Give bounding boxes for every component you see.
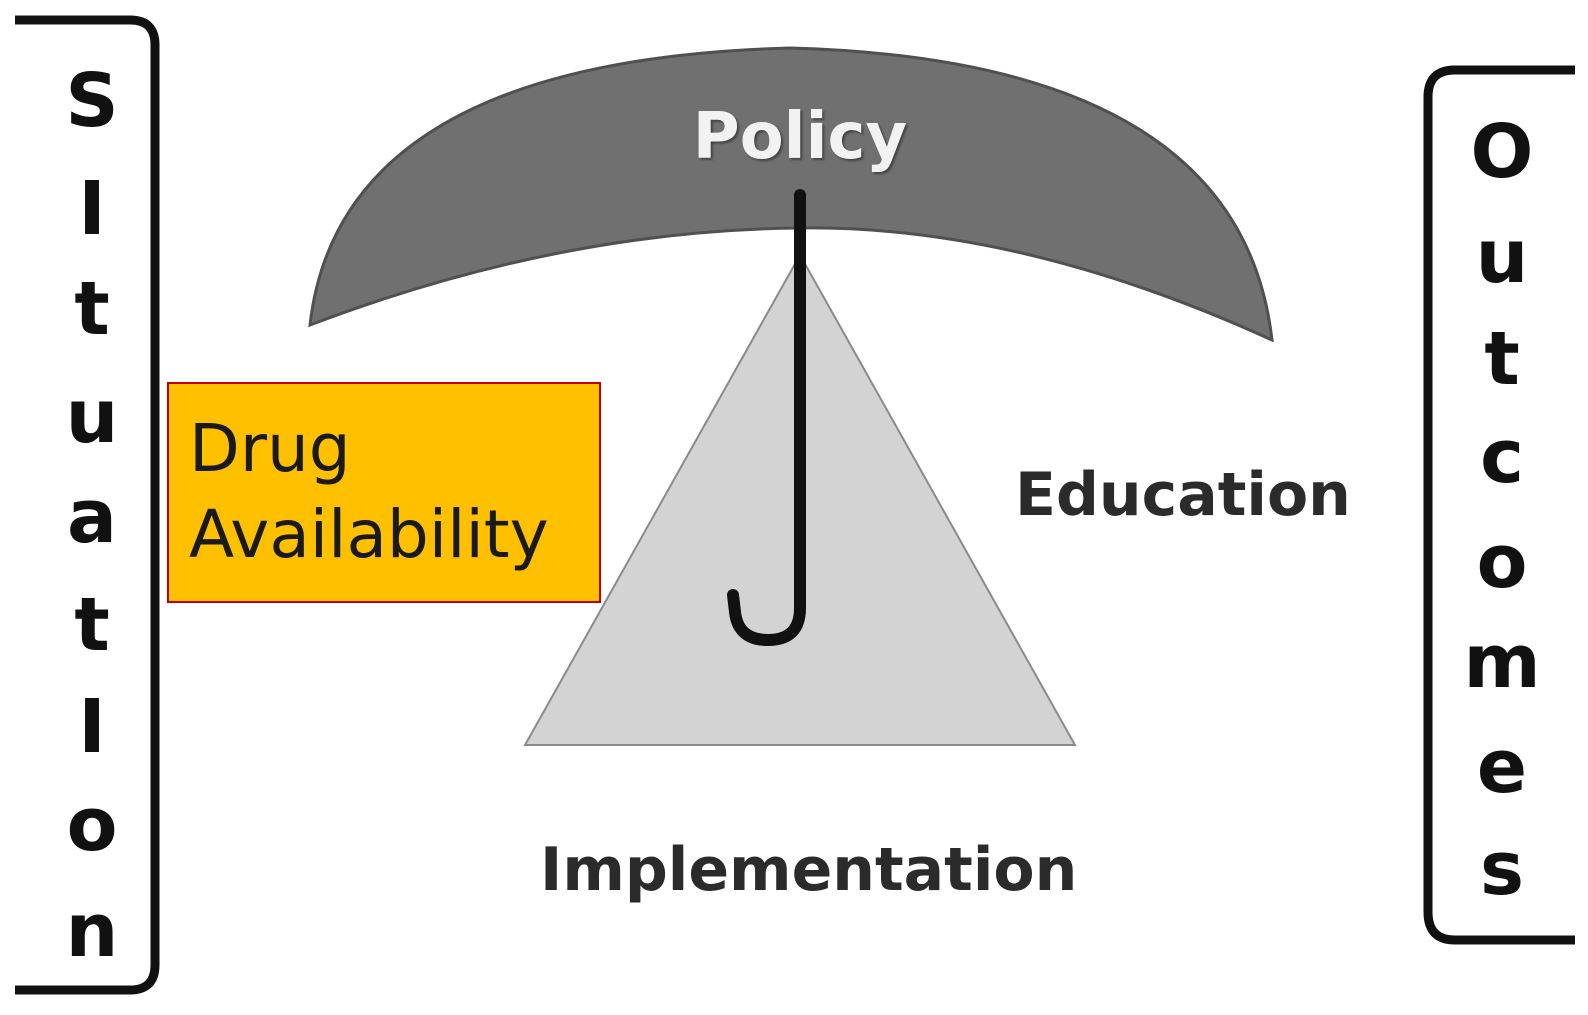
outcomes-letter: s [1479, 826, 1525, 912]
outcomes-letter: t [1484, 316, 1520, 402]
situation-letter: t [74, 266, 110, 352]
implementation-label: Implementation [540, 835, 1078, 905]
situation-letter: S [65, 58, 119, 144]
umbrella-canopy [308, 46, 1274, 343]
education-label: Education [1015, 460, 1351, 530]
outcomes-letter: O [1470, 109, 1534, 195]
situation-letter: I [78, 684, 106, 770]
situation-letter: o [66, 782, 118, 868]
situation-letter: n [65, 888, 119, 974]
umbrella-handle [727, 189, 806, 646]
drug-availability-line1: Drug [189, 410, 351, 487]
outcomes-letter: o [1476, 519, 1528, 605]
drug-availability-line2: Availability [189, 495, 549, 573]
situation-bracket [15, 15, 160, 995]
situation-letter: u [65, 374, 119, 460]
outcomes-letter: u [1475, 214, 1529, 300]
situation-letter: I [78, 166, 106, 252]
drug-availability-box: Drug Availability [167, 382, 601, 603]
outcomes-letter: e [1476, 724, 1528, 810]
outcomes-bracket [1423, 65, 1575, 945]
outcomes-letter: m [1463, 619, 1541, 705]
policy-label: Policy [692, 100, 908, 174]
outcomes-letter: c [1480, 414, 1524, 500]
situation-letter: t [74, 582, 110, 668]
situation-letter: a [67, 474, 117, 560]
